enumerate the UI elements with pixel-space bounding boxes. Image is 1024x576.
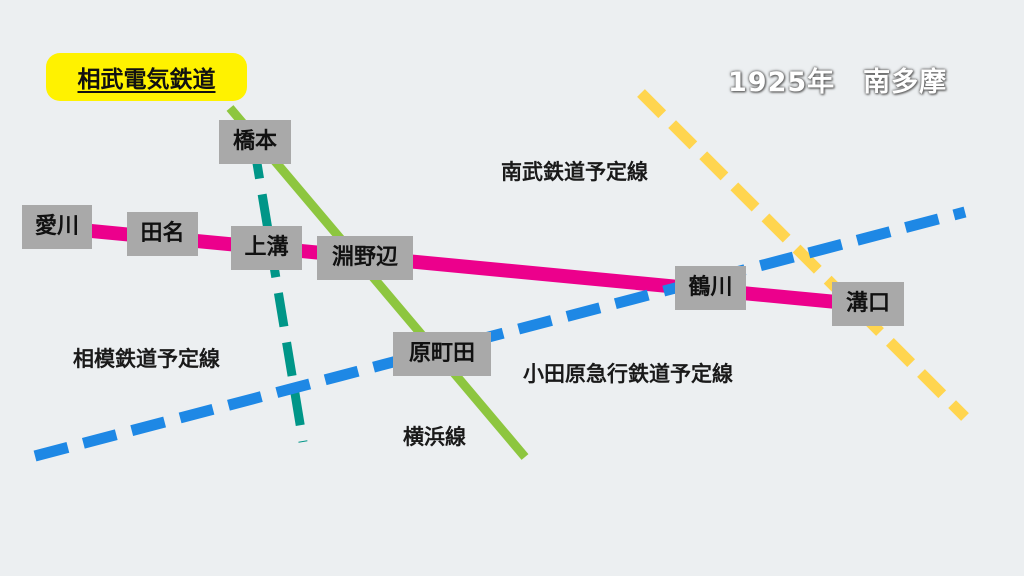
label-nanbu-planned: 南武鉄道予定線 [501, 160, 648, 184]
odakyu-planned-line [33, 206, 967, 462]
nanbu-planned-line [637, 89, 969, 421]
label-odakyu-planned: 小田原急行鉄道予定線 [523, 362, 733, 386]
label-yokohama-line: 横浜線 [403, 425, 466, 449]
station-tana: 田名 [127, 212, 198, 256]
station-tsurukawa: 鶴川 [675, 266, 746, 310]
map-title: 1925年 南多摩 [728, 67, 948, 98]
label-sagami-planned: 相模鉄道予定線 [73, 347, 220, 371]
station-mizonokuchi: 溝口 [832, 282, 904, 326]
station-fuchinobe: 淵野辺 [317, 236, 413, 280]
station-hashimoto: 橋本 [219, 120, 291, 164]
station-haramachida: 原町田 [393, 332, 491, 376]
station-kamimizo: 上溝 [231, 226, 302, 270]
station-aikawa: 愛川 [22, 205, 92, 249]
company-title: 相武電気鉄道 [46, 53, 247, 101]
yokohama-line [226, 105, 529, 460]
